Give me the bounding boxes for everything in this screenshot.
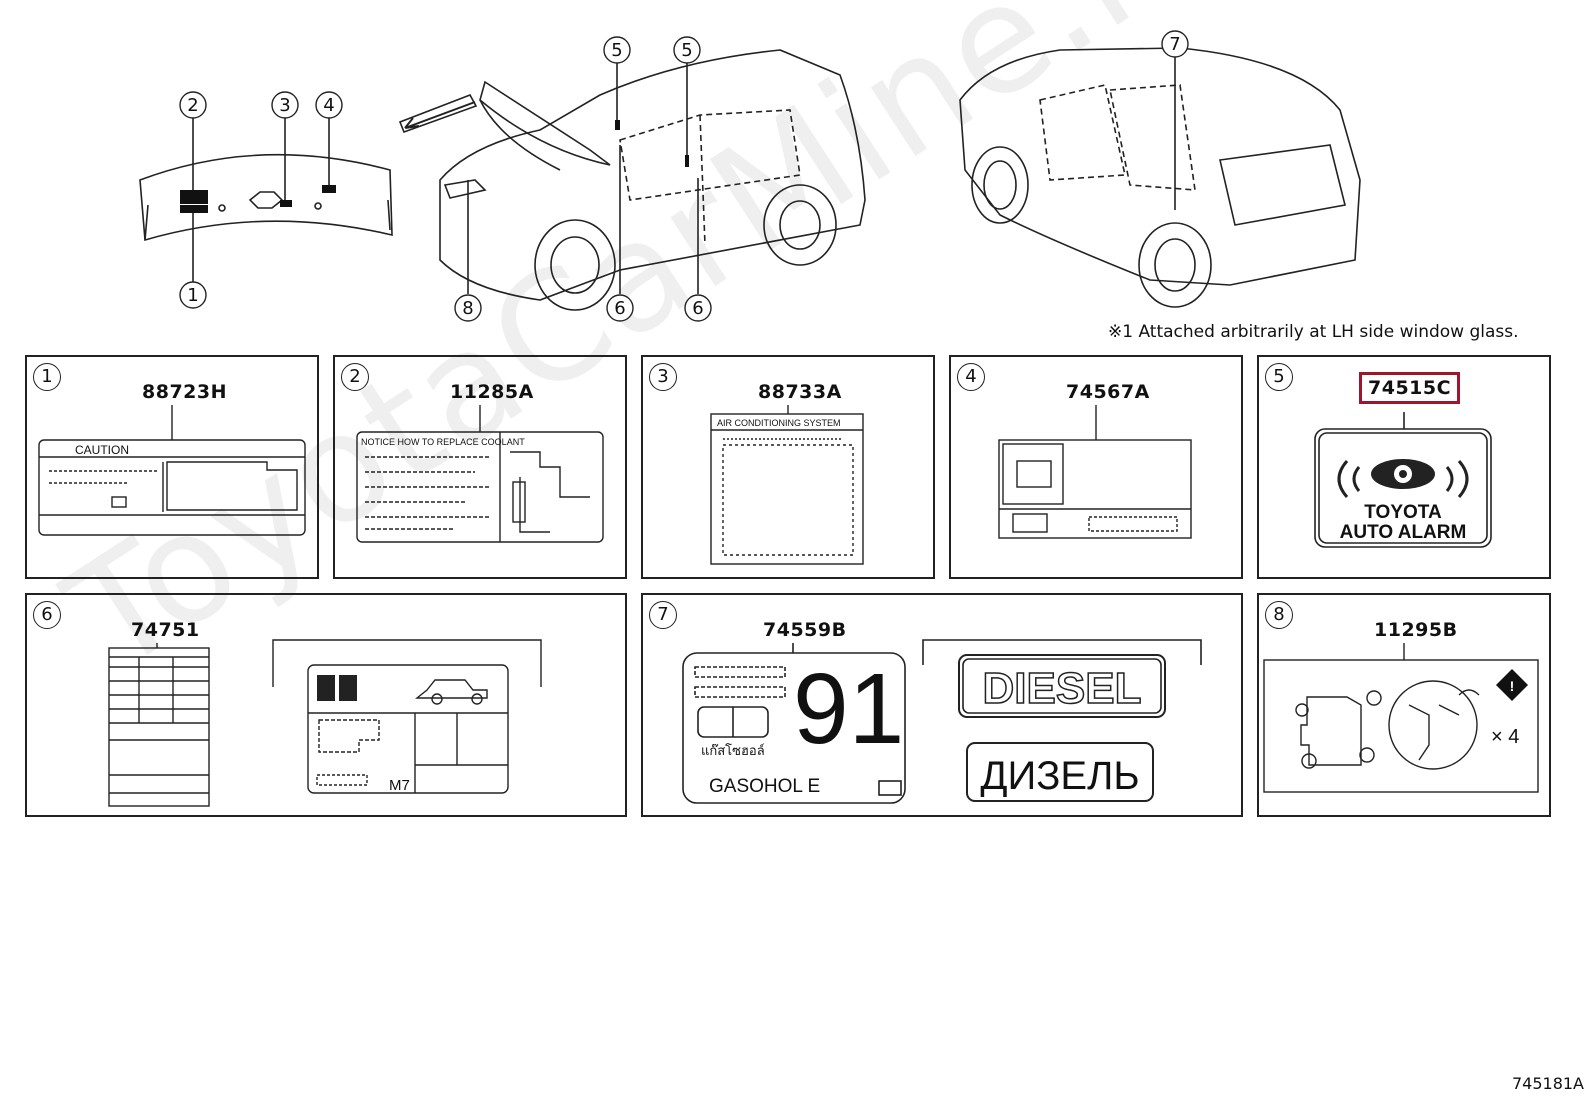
caution-label-drawing: CAUTION — [38, 405, 306, 536]
fuel-label-drawing: 91 แก๊สโซฮอล์ GASOHOL E DIESEL ДИЗЕЛЬ — [682, 639, 1202, 804]
panel-7[interactable]: 7 74559B 91 แก๊สโซฮอล์ GASOHOL E DIESEL … — [641, 593, 1243, 817]
figure-id: 745181A — [1511, 1074, 1584, 1093]
panel-6[interactable]: 6 74751 M7 — [25, 593, 627, 817]
part-number-highlighted[interactable]: 74515C — [1359, 372, 1461, 404]
times-four-text: × 4 — [1491, 726, 1519, 748]
label-74567a-drawing — [998, 405, 1192, 539]
notice-text: NOTICE HOW TO REPLACE COOLANT — [361, 437, 525, 447]
panel-number: 8 — [1265, 601, 1293, 629]
callout-2: 2 — [187, 95, 198, 116]
warning-icon: ! — [1510, 678, 1515, 694]
diesel-text: DIESEL — [983, 664, 1142, 713]
panel-8[interactable]: 8 11295B ! × 4 — [1257, 593, 1551, 817]
panel-4[interactable]: 4 74567A — [949, 355, 1243, 579]
callout-5a: 5 — [611, 40, 622, 61]
panel-number: 6 — [33, 601, 61, 629]
auto-alarm-text: AUTO ALARM — [1340, 522, 1467, 543]
panel-number: 5 — [1265, 363, 1293, 391]
vehicle-overview-drawing: 2 1 3 4 5 5 6 6 7 8 — [139, 30, 1361, 322]
part-number[interactable]: 74559B — [763, 619, 847, 641]
callout-5b: 5 — [681, 40, 692, 61]
callout-6b: 6 — [692, 298, 703, 319]
panel-number: 7 — [649, 601, 677, 629]
toyota-text: TOYOTA — [1364, 502, 1442, 523]
panel-number: 3 — [649, 363, 677, 391]
ac-system-text: AIR CONDITIONING SYSTEM — [717, 418, 841, 428]
auto-alarm-label-drawing: TOYOTA AUTO ALARM — [1314, 412, 1492, 548]
callout-1: 1 — [187, 285, 198, 306]
ac-label-drawing: AIR CONDITIONING SYSTEM — [710, 405, 864, 565]
part-number[interactable]: 11295B — [1374, 619, 1458, 641]
panel-2[interactable]: 2 11285A NOTICE HOW TO REPLACE COOLANT — [333, 355, 627, 579]
panel-number: 2 — [341, 363, 369, 391]
callout-4: 4 — [323, 95, 334, 116]
tire-info-label-drawing: M7 — [108, 639, 542, 807]
callout-6a: 6 — [614, 298, 625, 319]
panel-3[interactable]: 3 88733A AIR CONDITIONING SYSTEM — [641, 355, 935, 579]
gasohol-text: GASOHOL E — [709, 776, 820, 797]
callout-7: 7 — [1169, 34, 1180, 55]
part-number[interactable]: 74751 — [131, 619, 200, 641]
diesel-russian-text: ДИЗЕЛЬ — [980, 754, 1139, 798]
octane-number: 91 — [793, 653, 904, 765]
panel-number: 1 — [33, 363, 61, 391]
thai-gasohol-text: แก๊สโซฮอล์ — [701, 743, 765, 758]
panel-number: 4 — [957, 363, 985, 391]
m7-text: M7 — [389, 777, 410, 794]
caution-text: CAUTION — [75, 443, 129, 457]
coolant-label-drawing: NOTICE HOW TO REPLACE COOLANT — [356, 405, 604, 543]
part-number[interactable]: 88723H — [142, 381, 228, 403]
attachment-note: ※1 Attached arbitrarily at LH side windo… — [1108, 322, 1519, 342]
part-number[interactable]: 88733A — [758, 381, 842, 403]
callout-8: 8 — [462, 298, 473, 319]
part-number[interactable]: 74567A — [1066, 381, 1150, 403]
panel-1[interactable]: 1 88723H CAUTION — [25, 355, 319, 579]
installation-label-drawing: ! × 4 — [1263, 643, 1539, 793]
callout-3: 3 — [279, 95, 290, 116]
panel-5[interactable]: 5 74515C TOYOTA AUTO ALARM — [1257, 355, 1551, 579]
part-number[interactable]: 11285A — [450, 381, 534, 403]
